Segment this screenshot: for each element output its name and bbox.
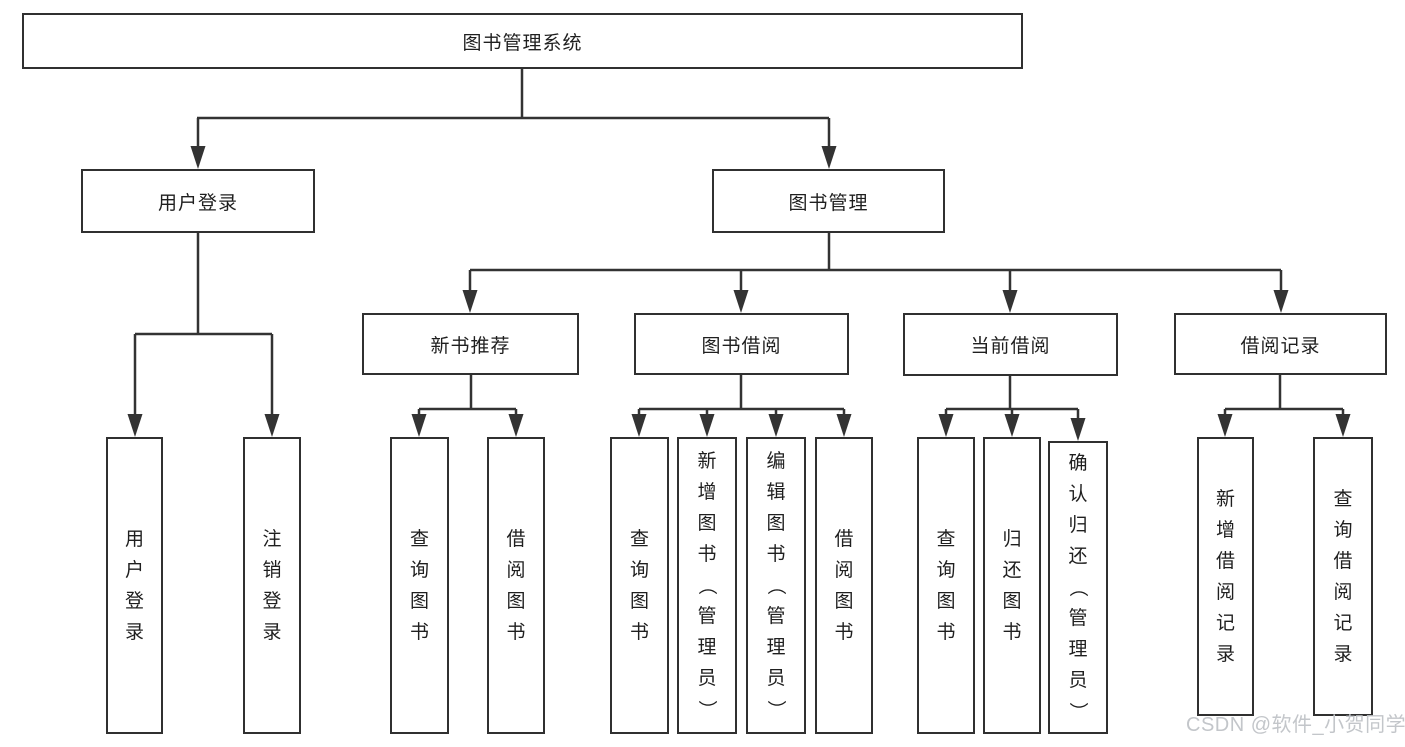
leaf-confirm-return-admin: 确认归还（管理员） [1048, 441, 1108, 734]
node-new-book-recommendation: 新书推荐 [362, 313, 579, 375]
node-book-management: 图书管理 [712, 169, 945, 233]
node-user-login-group: 用户登录 [81, 169, 315, 233]
leaf-add-books-admin: 新增图书（管理员） [677, 437, 737, 734]
leaf-add-borrow-record: 新增借阅记录 [1197, 437, 1254, 716]
node-borrowing-records: 借阅记录 [1174, 313, 1387, 375]
leaf-edit-books-admin: 编辑图书（管理员） [746, 437, 806, 734]
node-root-system: 图书管理系统 [22, 13, 1023, 69]
leaf-borrow-books: 借阅图书 [815, 437, 873, 734]
node-current-borrowing: 当前借阅 [903, 313, 1118, 376]
leaf-query-books-current: 查询图书 [917, 437, 975, 734]
leaf-query-books-recommendation: 查询图书 [390, 437, 449, 734]
node-book-borrowing: 图书借阅 [634, 313, 849, 375]
csdn-watermark: CSDN @软件_小贺同学 [1186, 714, 1405, 736]
leaf-query-books-borrowing: 查询图书 [610, 437, 669, 734]
leaf-borrow-books-recommendation: 借阅图书 [487, 437, 545, 734]
leaf-user-login: 用户登录 [106, 437, 163, 734]
leaf-logout: 注销登录 [243, 437, 301, 734]
arrowheads [127, 146, 1351, 441]
leaf-query-borrow-record: 查询借阅记录 [1313, 437, 1373, 716]
leaf-return-books: 归还图书 [983, 437, 1041, 734]
